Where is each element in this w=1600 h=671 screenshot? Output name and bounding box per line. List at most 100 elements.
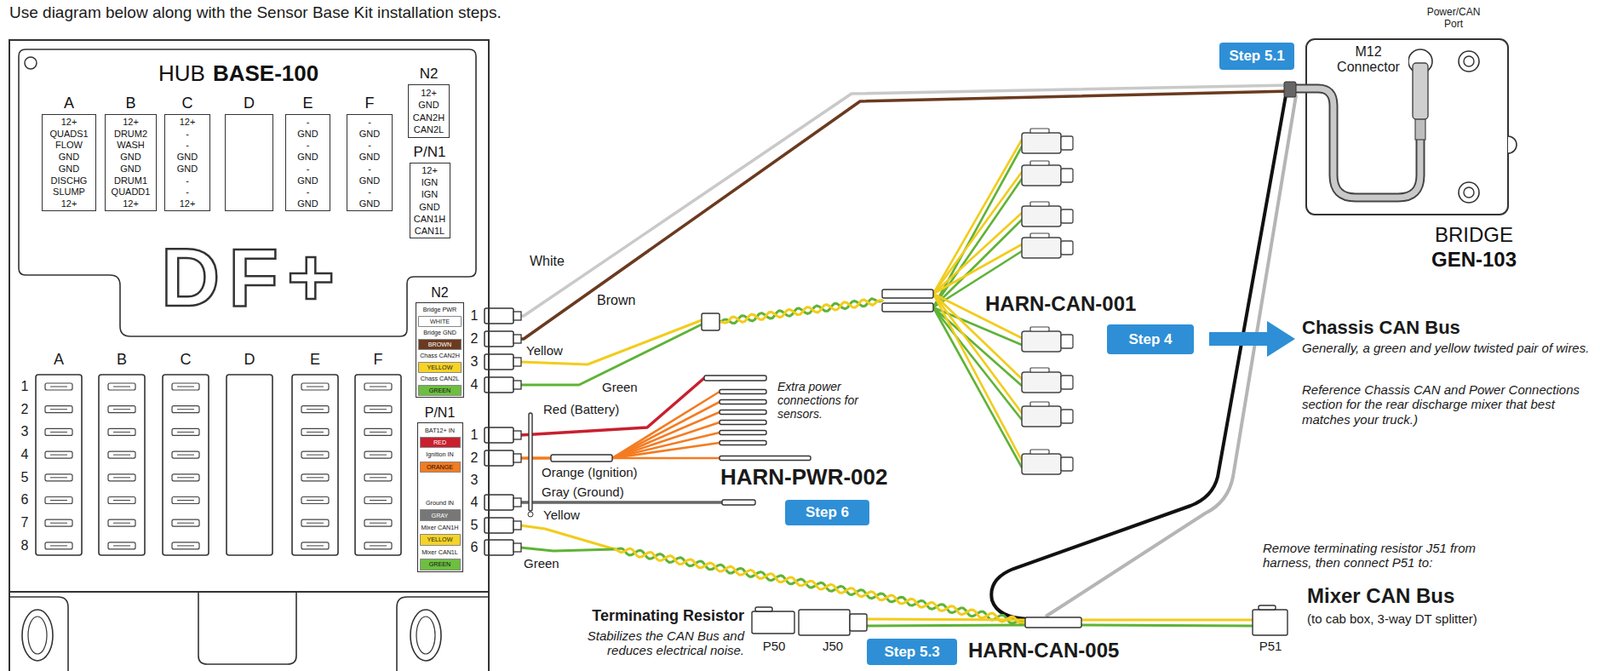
wire-terminal [719, 400, 767, 405]
pin-map-box: A12+QUADS1FLOWGNDGNDDISCHGSLUMP12+ [41, 114, 97, 212]
note-text: Stabilizes the CAN Bus and reduces elect… [573, 628, 746, 659]
harness-name: HARN-PWR-002 [719, 464, 889, 491]
mount-hole [1463, 187, 1474, 198]
pin-row: QUADD1 [105, 186, 156, 197]
connector-body [292, 374, 339, 556]
hub-plugs [484, 308, 522, 556]
pin-name: ORANGE [426, 464, 454, 471]
note-text: Remove terminating resistor J51 from har… [1261, 540, 1511, 571]
pin-list: Bridge PWRWHITEBridge GNDBROWNChass CAN2… [416, 303, 464, 397]
connector-body [98, 374, 145, 556]
pin-name: Chass CAN2H [419, 352, 460, 359]
color-band: RED [419, 436, 461, 448]
module-name: GEN-103 [1431, 247, 1517, 272]
pin-slot-line [177, 431, 195, 433]
pin-number: 3 [470, 354, 480, 370]
pin-row: 12+ [408, 87, 449, 98]
pin-slot-line [306, 408, 324, 410]
pin-slot-line [50, 386, 68, 388]
pin-row: GND [42, 163, 96, 174]
column-letter: D [243, 350, 257, 369]
pin-row: QUADS1 [42, 128, 96, 139]
wire [612, 401, 720, 459]
wire [866, 619, 1026, 620]
pin-number: 2 [470, 331, 480, 347]
gray-cable [1045, 95, 1297, 617]
note-text: (to cab box, 3-way DT splitter) [1306, 611, 1479, 626]
step-badge: Step 4 [1106, 324, 1194, 355]
row-number: 1 [20, 378, 30, 395]
pin-name: - [367, 116, 372, 127]
wire [719, 298, 883, 324]
pin-slot-line [177, 499, 195, 501]
connector-latch [1030, 233, 1050, 238]
plug-tip [513, 521, 522, 530]
pin-number: 4 [470, 377, 480, 393]
pin-slot [364, 428, 392, 436]
connector-cap [1060, 334, 1073, 349]
pin-row: Bridge PWR [418, 304, 462, 316]
pin-row: IGN [410, 189, 450, 200]
wire [933, 244, 1022, 294]
pin-row: Ignition IN [419, 448, 461, 460]
pin-slot [172, 542, 200, 550]
brand-logo: DF+ [160, 236, 344, 319]
pin-slot [301, 428, 329, 436]
wire-terminal [704, 375, 767, 381]
pin-row: - [347, 139, 392, 150]
wire [520, 324, 702, 385]
color-band: ORANGE [419, 461, 461, 473]
pin-row: GND [286, 128, 330, 139]
connector-body [35, 374, 82, 556]
pin-name: GND [297, 128, 318, 139]
pin-row: DRUM2 [105, 128, 156, 139]
pin-slot [108, 519, 136, 527]
pin-name: RED [433, 439, 447, 446]
connector-cap [1060, 136, 1073, 150]
pin-name: GND [297, 198, 318, 209]
step-label: Step 4 [1128, 331, 1172, 349]
pin-name: 12+ [420, 87, 437, 98]
harness-sleeve [550, 454, 613, 462]
pin-slot-line [50, 476, 68, 478]
wire-label: Brown [596, 292, 637, 309]
pin-slot [301, 542, 329, 550]
pin-name: 12+ [122, 198, 139, 209]
pin-row: GND [347, 198, 392, 209]
pin-number: 6 [470, 539, 480, 556]
wire [719, 299, 883, 323]
connector-body [1021, 453, 1061, 475]
plug-tip [513, 357, 522, 367]
connector-body [1021, 206, 1061, 227]
connector-heading: N2 [430, 285, 448, 301]
wire [1081, 619, 1253, 622]
pin-name: DISCHG [51, 175, 88, 186]
connector-cap [849, 613, 867, 631]
m12-cable [1290, 88, 1421, 198]
pin-name: - [367, 163, 372, 174]
hub-title: BASE-100 [212, 61, 319, 87]
pin-name: GND [177, 151, 198, 162]
connector-name: P51 [1258, 638, 1284, 654]
pin-slot-line [369, 476, 387, 478]
wire-label: Green [601, 379, 639, 395]
color-band: BROWN [418, 338, 462, 350]
pin-name: 12+ [122, 116, 139, 127]
pin-row: DISCHG [42, 175, 96, 186]
connector-bank [35, 374, 402, 556]
wire-label: Yellow [542, 507, 581, 522]
wire [612, 457, 720, 460]
wire-terminal [719, 441, 767, 446]
pin-map-box: E-GND-GND-GND-GND [285, 114, 331, 212]
plug-tip [513, 453, 522, 463]
pin-name: - [367, 139, 372, 150]
mount-frame [8, 596, 69, 671]
pin-name: GRAY [431, 512, 449, 519]
inline-connector [701, 313, 720, 331]
pin-row: 12+ [165, 116, 210, 127]
pin-slot [364, 451, 392, 459]
pin-name: GND [297, 151, 318, 162]
pin-slot [172, 451, 200, 459]
pin-row: FLOW [42, 139, 96, 150]
pin-name: GND [120, 151, 141, 162]
